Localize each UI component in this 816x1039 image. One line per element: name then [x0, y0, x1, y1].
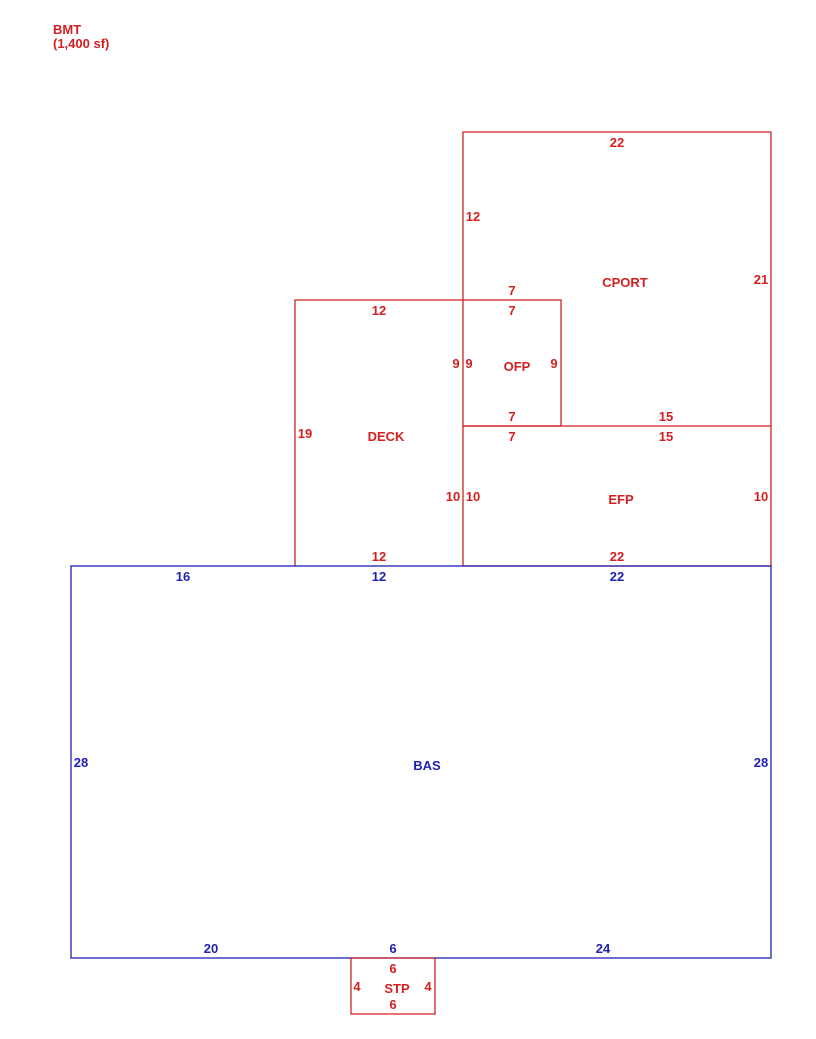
cport-dim-left: 12 [466, 209, 480, 224]
bas-dim-bottom-c: 24 [596, 941, 611, 956]
stp-dim-left: 4 [353, 979, 361, 994]
efp-outline [463, 425, 772, 566]
area-efp: EFP 7 15 15 10 10 22 [463, 409, 772, 567]
stp-outline [350, 958, 436, 1015]
ofp-dim-top: 7 [508, 303, 515, 318]
deck-dim-top: 12 [372, 303, 386, 318]
efp-dim-left: 10 [466, 489, 480, 504]
area-cport: CPORT 22 12 21 7 [462, 131, 772, 426]
deck-outline [294, 299, 463, 566]
level-label: BMT [53, 22, 82, 37]
area-deck: DECK 12 19 9 10 12 [294, 299, 464, 566]
efp-dim-bottom: 22 [610, 549, 624, 564]
stp-dim-top: 6 [389, 961, 396, 976]
deck-label: DECK [368, 429, 405, 444]
stp-dim-bottom: 6 [389, 997, 396, 1012]
efp-dim-top-right: 15 [659, 429, 673, 444]
area-bas: BAS 16 12 22 28 28 20 6 24 [70, 565, 772, 959]
cport-outline [462, 131, 772, 426]
efp-dim-top-left: 7 [508, 429, 515, 444]
ofp-label: OFP [504, 359, 531, 374]
bas-dim-top-b: 12 [372, 569, 386, 584]
efp-dim-cport-bottom: 15 [659, 409, 673, 424]
bas-dim-top-a: 16 [176, 569, 190, 584]
deck-dim-right: 9 [452, 356, 459, 371]
deck-dim-right-lower: 10 [446, 489, 460, 504]
header-block: BMT (1,400 sf) [53, 23, 109, 51]
bas-label: BAS [413, 758, 441, 773]
stp-dim-right: 4 [424, 979, 432, 994]
area-ofp: OFP 7 9 9 7 [462, 299, 562, 427]
deck-dim-bottom: 12 [372, 549, 386, 564]
bas-dim-left: 28 [74, 755, 88, 770]
bas-dim-bottom-a: 20 [204, 941, 218, 956]
deck-dim-left: 19 [298, 426, 312, 441]
ofp-dim-left: 9 [465, 356, 472, 371]
bas-dim-top-c: 22 [610, 569, 624, 584]
efp-label: EFP [608, 492, 634, 507]
cport-dim-top: 22 [610, 135, 624, 150]
area-label: (1,400 sf) [53, 36, 110, 51]
cport-label: CPORT [602, 275, 648, 290]
stp-label: STP [384, 981, 410, 996]
efp-dim-right: 10 [754, 489, 768, 504]
area-stp: STP 6 4 4 6 [350, 957, 436, 1015]
cport-dim-right: 21 [754, 272, 768, 287]
ofp-dim-bottom: 7 [508, 409, 515, 424]
ofp-dim-right: 9 [550, 356, 557, 371]
bas-dim-right: 28 [754, 755, 768, 770]
cport-dim-top-inner: 7 [508, 283, 515, 298]
bas-dim-bottom-b: 6 [389, 941, 396, 956]
